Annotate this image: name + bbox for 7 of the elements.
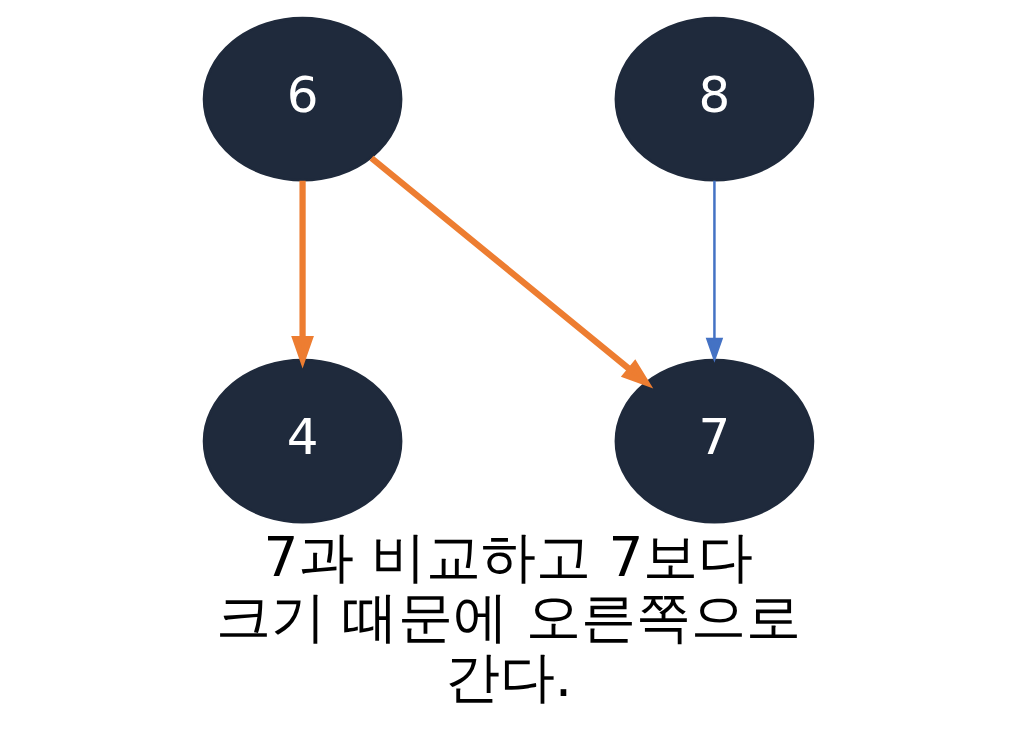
node-ellipse: 6 <box>202 16 402 182</box>
caption: 7과 비교하고 7보다 크기 때문에 오른쪽으로 간다. <box>215 525 801 709</box>
arrow <box>369 155 653 389</box>
node-ellipse: 4 <box>202 358 402 524</box>
arrow <box>705 180 723 363</box>
node-ellipse: 8 <box>614 16 814 182</box>
arrow <box>290 180 314 369</box>
